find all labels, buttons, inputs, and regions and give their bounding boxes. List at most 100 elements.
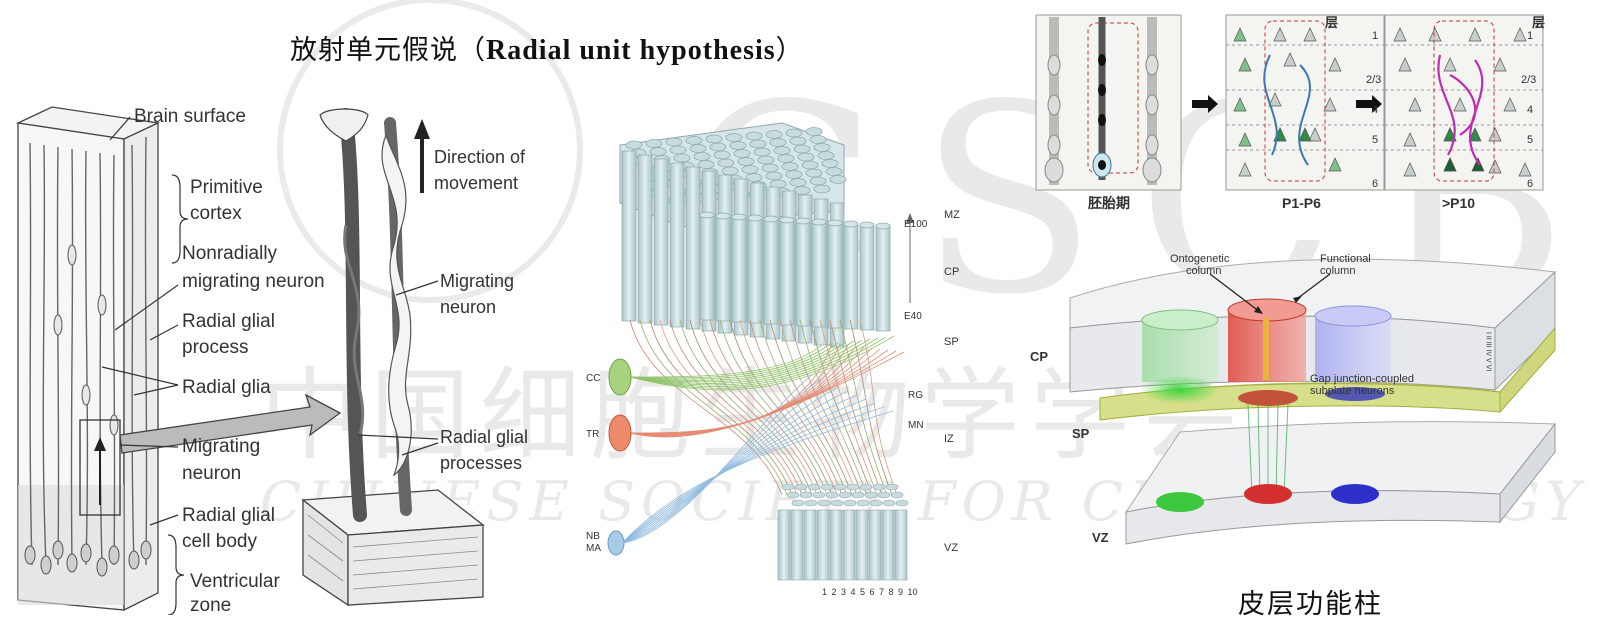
vz-column-top [820,483,834,491]
cp-cylinder-cap [699,211,715,219]
cp-green-column [1141,309,1219,382]
layer-label: 5 [1527,134,1533,146]
cc-fiber [629,341,847,381]
vz-column-top [833,483,847,491]
label-movement: movement [434,173,518,193]
label-ventricular: Ventricular [190,571,280,592]
radial-fiber [729,319,833,496]
stage-label-p10: >P10 [1442,195,1475,211]
watermark-logo-ring [277,0,583,303]
functional-arrow-head [1293,296,1302,303]
vz-column-top [846,483,860,491]
nb-fiber [621,390,849,544]
label-tr: TR [586,429,599,440]
label-functional-column: column [1320,265,1355,277]
cp-cylinder-cap [795,217,811,225]
column-top [765,130,783,139]
label-nb: NB [586,531,600,542]
vz-columns [777,483,909,581]
radial-fiber [859,319,898,496]
p10-connections [1437,54,1484,166]
radial-fiber [779,319,858,496]
vz-column-top [877,491,891,499]
label-migrating-neuron-nonradial: migrating neuron [182,271,325,292]
cp-cylinder-cap [779,216,795,224]
cc-fiber [629,342,839,380]
label-cp-slab: CP [1030,349,1048,364]
vz-column-top [799,491,813,499]
nb-fiber [621,410,894,544]
cp-red-column [1227,298,1307,382]
neuron-triangle [1513,27,1527,42]
column-top [625,140,643,150]
column-top [721,166,739,176]
stage-label-p1-p6: P1-P6 [1282,195,1321,211]
neuron-triangle [1283,52,1297,67]
column-top [741,165,759,174]
label-mid-radial-glial: Radial glial [440,427,528,447]
label-mid-neuron: neuron [440,297,496,317]
tr-fiber [629,351,905,438]
zone-cp: CP [944,266,959,278]
cc-input-sphere [608,358,632,396]
label-zone: zone [190,595,231,615]
cp-cylinder-front [811,221,827,328]
vz-column-top [859,483,873,491]
column-top [825,167,843,176]
vz-cylinder [829,509,843,581]
radial-fiber [719,319,828,496]
cp-cylinder-front [779,219,795,326]
label-gap-junction: Gap junction-coupled [1310,373,1414,385]
neuron-triangle [1493,57,1507,72]
radial-fiber [759,319,848,496]
cp-cylinder-cap [747,214,763,222]
base-block-texture [307,514,479,590]
zone-vz: VZ [944,542,958,554]
column-top [693,152,711,161]
label-vz-slab: VZ [1092,530,1109,545]
cp-cylinder-front [715,215,731,322]
p1-connections [1263,54,1311,166]
vz-column-top [851,491,865,499]
column-top [753,147,771,157]
radial-fiber [749,319,843,496]
vz-column-top [794,483,808,491]
vz-column-top [869,499,883,507]
column-top [805,168,823,178]
vz-column-top [882,499,896,507]
leader-lines [101,116,189,615]
column-top [809,135,827,144]
column-top [757,155,775,165]
label-side-layers: I II III IV V VI [1485,332,1492,371]
vz-cylinder [816,509,830,581]
neuron-triangle [1393,27,1407,42]
neuron-triangle [1488,127,1502,142]
title-close: ） [775,35,804,66]
neuron-triangle [1238,132,1252,147]
cp-blue-column [1314,305,1392,382]
neuron-triangle [1468,127,1482,142]
layer-label: 1 [1527,30,1533,42]
radial-fiber [679,319,808,496]
column-top [733,149,751,158]
neuron-triangle [1303,27,1317,42]
cp-cylinder-front [795,220,811,327]
column-number: 9 [898,587,903,597]
column-top [785,128,803,138]
column-top [813,143,831,152]
migrating-neuron-shape [381,133,412,477]
column-number: 1 [822,587,827,597]
label-neuron: neuron [182,463,241,484]
vz-slab-side [1499,422,1556,524]
column-top [761,163,779,173]
column-top [801,160,819,170]
cp-cylinder-front [763,218,779,325]
cc-fiber [629,340,855,383]
label-migrating: Migrating [182,436,260,457]
column-top [673,153,691,163]
migration-fibers [621,319,905,544]
vz-column-top [843,499,857,507]
radial-fiber [709,319,823,496]
